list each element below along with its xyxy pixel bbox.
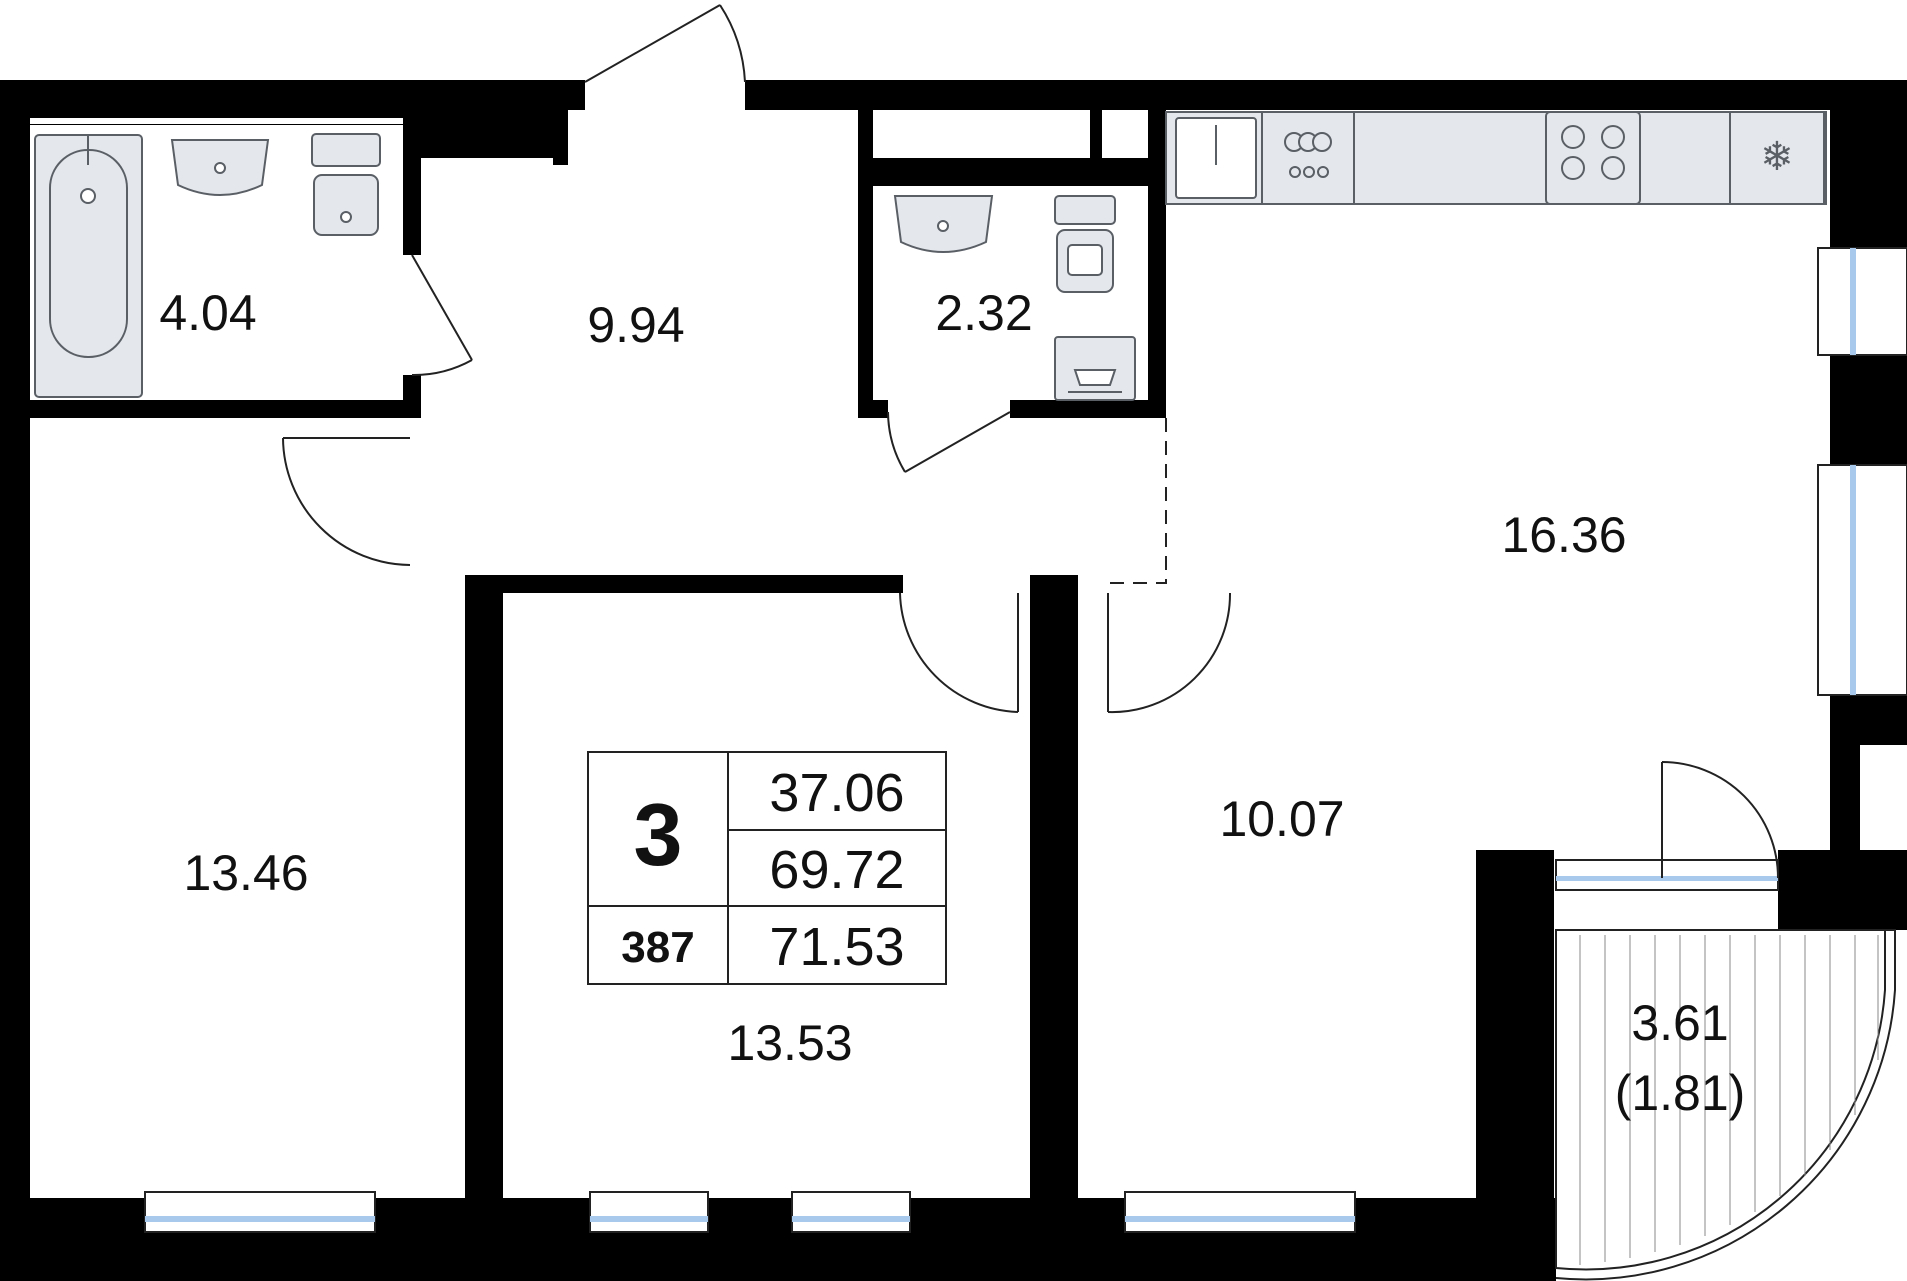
- wc-area-label: 2.32: [935, 285, 1032, 341]
- room-labels: 4.04 9.94 2.32 16.36 13.46 13.53 10.07 3…: [159, 285, 1745, 1121]
- fixtures: ❄: [34, 111, 1827, 401]
- door-icon: [1661, 761, 1779, 879]
- stove-icon: [1545, 111, 1641, 205]
- wall-bedroom-center-top: [503, 575, 903, 593]
- wall-hall-closet-side: [553, 110, 568, 165]
- wall-bathroom-right-b: [403, 375, 421, 420]
- door-icon: [1107, 592, 1232, 714]
- door-icon: [282, 437, 411, 566]
- wall-balcony-block: [1778, 850, 1907, 930]
- door-icon: [584, 4, 746, 83]
- wall-wc-bottom: [1010, 400, 1166, 418]
- bathtub-icon: [34, 134, 143, 398]
- window-icon: [1817, 247, 1907, 356]
- wall-wc-shelf-div: [1090, 110, 1102, 170]
- window-icon: [1817, 464, 1907, 696]
- bedroom-left-floor: [30, 418, 465, 1198]
- hall-area-label: 9.94: [587, 297, 684, 353]
- fridge-icon: ❄: [1729, 111, 1825, 205]
- wall-wc-shelf: [858, 158, 1148, 186]
- svg-text:❄: ❄: [1760, 134, 1794, 180]
- total-area-value: 69.72: [769, 840, 904, 900]
- window-icon: [589, 1191, 709, 1233]
- dishwasher-icon: [1261, 111, 1355, 205]
- hall-lower: [421, 418, 1166, 575]
- door-icon: [411, 254, 473, 377]
- balcony-reduced-area-label: (1.81): [1615, 1065, 1746, 1121]
- bathroom-shelf-inner: [30, 118, 403, 124]
- total-with-balcony-value: 71.53: [769, 917, 904, 977]
- apartment-number: 387: [621, 923, 694, 972]
- apartment-info-box: 3 387 37.06 69.72 71.53: [587, 751, 947, 985]
- bedroom-right-floor: [1078, 593, 1476, 1198]
- windows: [144, 247, 1907, 1233]
- sink-icon: [170, 139, 270, 196]
- wall-left: [0, 80, 30, 1281]
- window-icon: [791, 1191, 911, 1233]
- wall-bedroom-left-right: [465, 575, 503, 1281]
- bedroom-right-area-label: 10.07: [1219, 791, 1344, 847]
- wall-bathroom-bottom: [0, 400, 410, 418]
- washing-machine-icon: [1054, 336, 1136, 401]
- doors: [282, 4, 1779, 879]
- sink-icon: [893, 195, 994, 253]
- toilet-icon: [311, 133, 381, 236]
- door-icon: [899, 592, 1019, 713]
- balcony-area-label: 3.61: [1631, 995, 1728, 1051]
- wall-wc-left: [858, 110, 873, 410]
- wall-hall-closet-top: [403, 110, 568, 158]
- wall-living-bottom-corner: [1494, 850, 1554, 1281]
- balcony: [1555, 929, 1896, 1281]
- wall-bedroom-center-right: [1030, 575, 1078, 1281]
- bedroom-center-area-label: 13.53: [727, 1015, 852, 1071]
- kitchen-floor-ext: [1166, 418, 1494, 575]
- wall-top-right: [745, 80, 1907, 110]
- door-icon: [887, 411, 1011, 473]
- wall-top-left: [0, 80, 585, 110]
- wall-wc-door-jamb: [858, 400, 888, 418]
- bathroom-area-label: 4.04: [159, 285, 256, 341]
- room-count: 3: [634, 785, 683, 884]
- entrance-gap: [585, 80, 745, 110]
- zone-divider: [1110, 418, 1167, 584]
- window-icon: [1124, 1191, 1356, 1233]
- window-icon: [1555, 859, 1779, 891]
- toilet-icon: [1054, 195, 1116, 293]
- living-area-value: 37.06: [769, 763, 904, 823]
- bedroom-left-area-label: 13.46: [183, 845, 308, 901]
- kitchen-living-area-label: 16.36: [1501, 507, 1626, 563]
- window-icon: [144, 1191, 376, 1233]
- wall-wc-right: [1148, 110, 1166, 410]
